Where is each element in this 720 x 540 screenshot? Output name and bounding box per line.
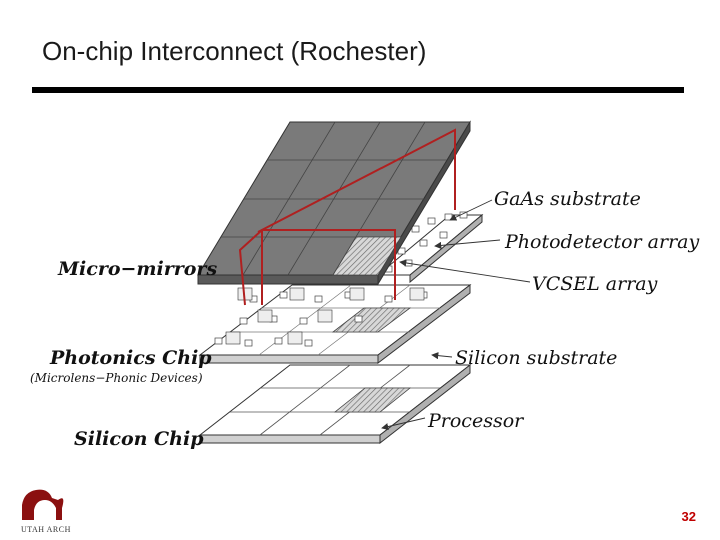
label-photodetector-array: Photodetector array (504, 231, 699, 253)
label-silicon-chip: Silicon Chip (74, 428, 204, 450)
label-photonics-chip: Photonics Chip (49, 347, 212, 369)
logo-text: UTAH ARCH (21, 525, 71, 534)
label-silicon-substrate: Silicon substrate (455, 347, 617, 369)
page-number: 32 (682, 509, 696, 524)
label-vcsel-array: VCSEL array (532, 273, 658, 295)
silicon-substrate-pointer (432, 355, 452, 357)
label-photonics-sub: (Microlens−Phonic Devices) (30, 371, 203, 385)
photonics-chip-layer (200, 285, 470, 363)
label-gaas-substrate: GaAs substrate (494, 188, 641, 210)
utah-arch-logo: UTAH ARCH (21, 490, 71, 534)
label-processor: Processor (427, 410, 525, 432)
label-micro-mirrors: Micro−mirrors (57, 258, 217, 280)
